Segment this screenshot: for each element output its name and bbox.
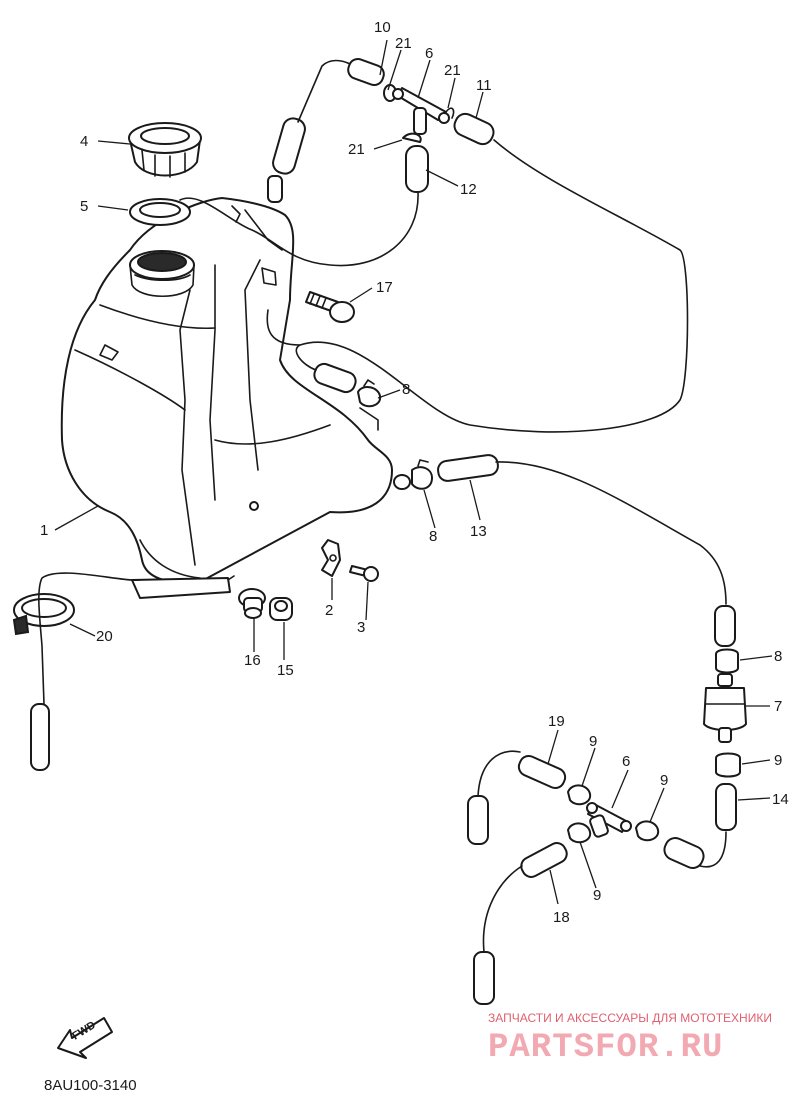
callout-6-upper: 6 — [425, 45, 433, 62]
oil-tank — [60, 175, 393, 599]
callout-17: 17 — [376, 279, 393, 296]
callout-13: 13 — [470, 523, 487, 540]
hose-bracket — [321, 539, 341, 577]
callout-19: 19 — [548, 713, 565, 730]
leader-lines — [54, 39, 773, 905]
cap-gasket — [129, 198, 191, 226]
drain-hose-left — [30, 703, 50, 771]
collar — [269, 597, 293, 621]
filter-assembly — [703, 605, 747, 831]
tank-cap — [128, 122, 202, 178]
callout-8-middle: 8 — [402, 381, 410, 398]
damper — [238, 588, 266, 619]
callout-10: 10 — [374, 19, 391, 36]
middle-hose — [313, 362, 382, 408]
callout-numbers: 1 2 3 4 5 6 6 7 8 8 8 9 9 9 9 10 11 12 1… — [40, 19, 789, 926]
callout-12: 12 — [460, 181, 477, 198]
fwd-arrow-icon: FWD — [57, 1017, 113, 1059]
callout-20: 20 — [96, 628, 113, 645]
routing-lines — [38, 59, 727, 953]
callout-21-a: 21 — [395, 35, 412, 52]
watermark: ЗАПЧАСТИ И АКСЕССУАРЫ ДЛЯ МОТОТЕХНИКИ PA… — [488, 1011, 772, 1067]
diagram-code: 8AU100-3140 — [44, 1077, 137, 1094]
callout-9-c: 9 — [593, 887, 601, 904]
bracket-screw — [349, 565, 379, 582]
callout-7: 7 — [774, 698, 782, 715]
callout-4: 4 — [80, 133, 88, 150]
mounting-bolt-17 — [305, 291, 355, 323]
callout-8-lower: 8 — [429, 528, 437, 545]
lower-branch-assembly — [467, 754, 705, 1005]
callout-9-b: 9 — [660, 772, 668, 789]
outlet-hose — [393, 454, 499, 490]
callout-9-d: 9 — [774, 752, 782, 769]
callout-1: 1 — [40, 522, 48, 539]
callout-6-lower: 6 — [622, 753, 630, 770]
callout-16: 16 — [244, 652, 261, 669]
callout-21-c: 21 — [348, 141, 365, 158]
callout-18: 18 — [553, 909, 570, 926]
callout-5: 5 — [80, 198, 88, 215]
callout-2: 2 — [325, 602, 333, 619]
callout-9-a: 9 — [589, 733, 597, 750]
callout-15: 15 — [277, 662, 294, 679]
tank-band — [12, 593, 75, 636]
callout-14: 14 — [772, 791, 789, 808]
upper-breather-assembly — [272, 57, 495, 193]
watermark-subtitle: ЗАПЧАСТИ И АКСЕССУАРЫ ДЛЯ МОТОТЕХНИКИ — [488, 1011, 772, 1025]
callout-21-b: 21 — [444, 62, 461, 79]
callout-8-filter: 8 — [774, 648, 782, 665]
callout-3: 3 — [357, 619, 365, 636]
watermark-brand: PARTSFOR.RU — [488, 1029, 723, 1067]
callout-11: 11 — [476, 77, 492, 94]
